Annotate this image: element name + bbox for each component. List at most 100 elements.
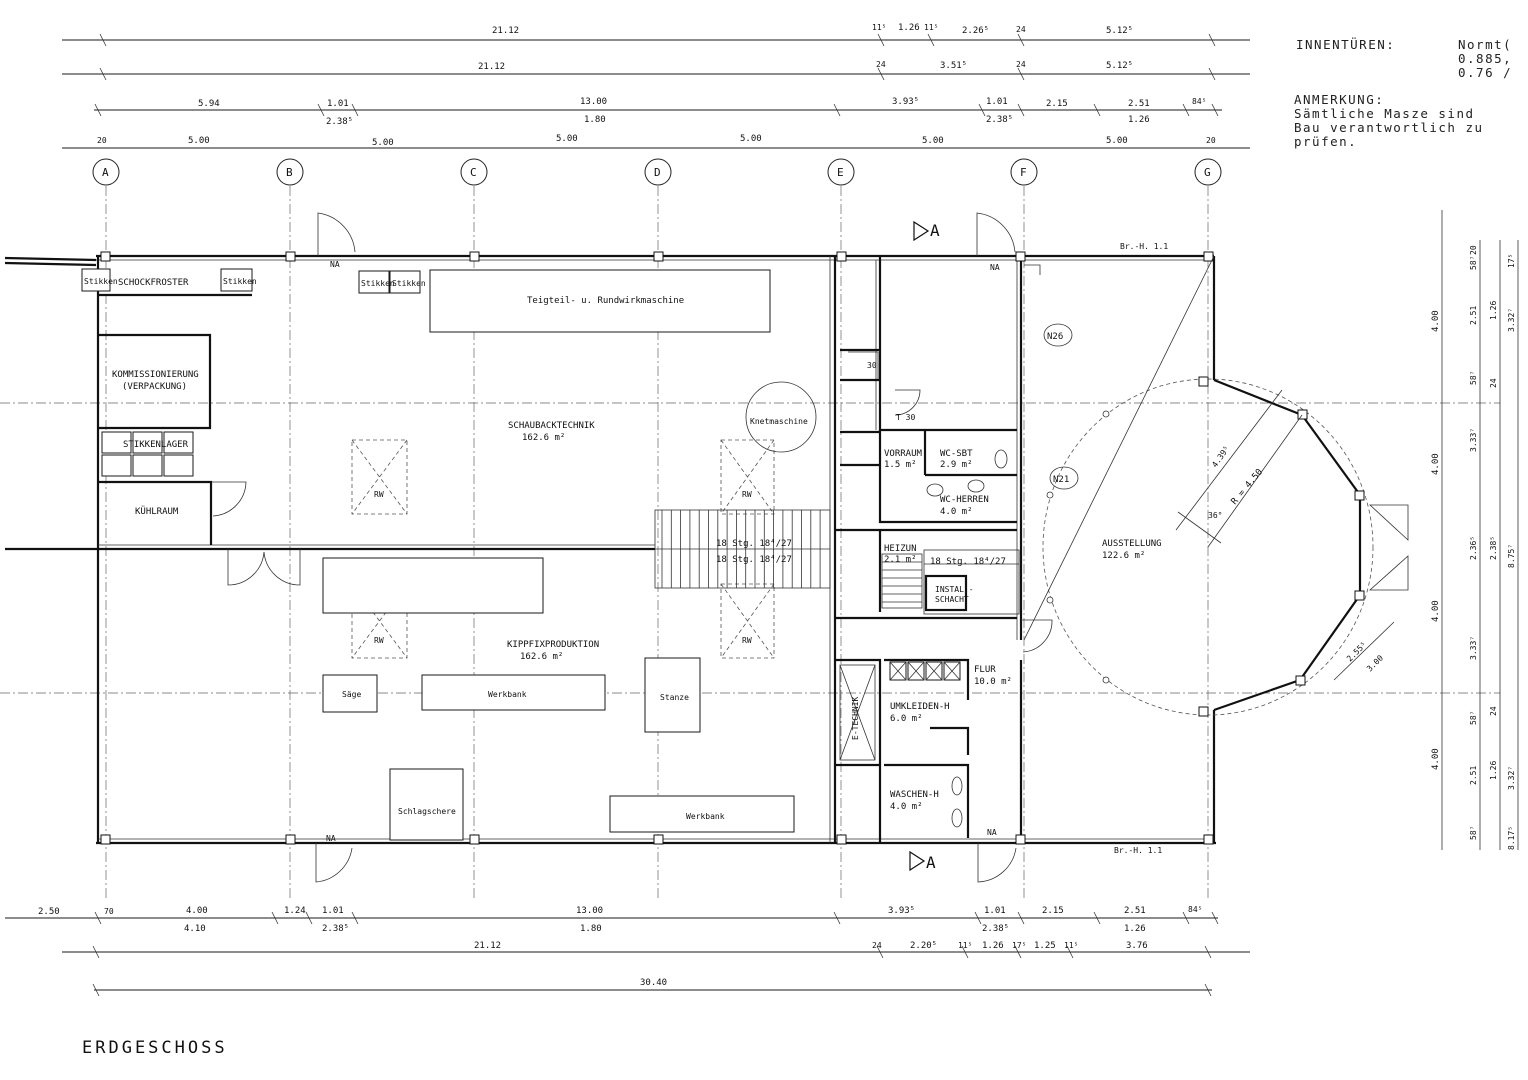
mark-t30b: 30	[867, 361, 877, 370]
room-kuehlraum: KÜHLRAUM	[135, 506, 179, 517]
stikken-4: Stikken	[392, 279, 426, 288]
dim-top-r3-k: 2.38⁵	[986, 115, 1013, 125]
mark-radius: R = 4.50	[1230, 467, 1266, 507]
dim-axis-3: 5.00	[556, 134, 578, 144]
dim-bot-k: 84⁵	[1188, 905, 1202, 914]
dim-top-r3-c: 13.00	[580, 97, 607, 107]
room-wc-herren: WC-HERREN	[940, 495, 989, 505]
dim-bot-r2-e: 1.26	[982, 941, 1004, 951]
dim-right-c3-c: 2.38⁵	[1489, 536, 1498, 560]
dim-right-c4-a: 17⁵	[1507, 254, 1516, 268]
equipment-saege: Säge	[342, 690, 361, 699]
dim-right-c3-a: 1.26	[1489, 301, 1498, 320]
dim-bot-r2-g: 1.25	[1034, 941, 1056, 951]
structural-grid: A B C D E F G	[0, 158, 1500, 900]
dim-top-r3-g: 2.51	[1128, 99, 1150, 109]
innentueren-value-2: 0.885,	[1458, 51, 1513, 66]
equipment-schlagschere: Schlagschere	[398, 807, 456, 816]
mark-angle: 36°	[1208, 511, 1222, 520]
equipment-teigteil: Teigteil- u. Rundwirkmaschine	[527, 296, 684, 306]
dim-axis-7: 20	[1206, 136, 1216, 145]
dim-top-r2-c: 3.51⁵	[940, 61, 967, 71]
main-stairs: 18 Stg. 18⁴/27 18 Stg. 18⁴/27	[654, 509, 831, 589]
room-flur: FLUR	[974, 665, 996, 675]
na-label-2: NA	[990, 263, 1000, 272]
room-wc-sbt-area: 2.9 m²	[940, 460, 973, 470]
axis-label-d: D	[654, 166, 661, 179]
br-h-bottom: Br.-H. 1.1	[1114, 846, 1162, 855]
mark-arc2: 2.55⁵	[1345, 640, 1368, 663]
dim-bot-n: 1.80	[580, 924, 602, 934]
dim-right-c2-a: 20	[1469, 245, 1478, 255]
dim-bot-b: 70	[104, 907, 114, 916]
dim-right-c1-c: 4.00	[1431, 600, 1441, 622]
room-verpackung: (VERPACKUNG)	[122, 382, 187, 392]
stikken-3: Stikken	[361, 279, 395, 288]
room-umkleiden: UMKLEIDEN-H	[890, 702, 950, 712]
dim-bot-p: 1.26	[1124, 924, 1146, 934]
stikken-2: Stikken	[223, 277, 257, 286]
dim-top-r3-j: 1.80	[584, 115, 606, 125]
equipment-werkbank-1: Werkbank	[488, 690, 527, 699]
room-vorraum: VORRAUM	[884, 449, 923, 459]
dim-right-c1-b: 4.00	[1431, 453, 1441, 475]
equipment-werkbank-2: Werkbank	[686, 812, 725, 821]
room-ausstellung-area: 122.6 m²	[1102, 551, 1145, 561]
anmerkung-line-2: Bau verantwortlich zu	[1294, 120, 1484, 135]
dim-top-r1-b: 11⁵	[872, 23, 886, 32]
drawing-title: ERDGESCHOSS	[82, 1038, 228, 1058]
stairs-lower-label: 18 Stg. 18⁴/27	[716, 555, 792, 565]
dim-bot-m: 2.38⁵	[322, 924, 349, 934]
dim-top-r1-g: 5.12⁵	[1106, 26, 1133, 36]
room-schacht: SCHACHT	[935, 595, 969, 604]
section-mark-top: A	[930, 221, 940, 240]
dim-bot-g: 3.93⁵	[888, 906, 915, 916]
axis-label-e: E	[837, 166, 844, 179]
axis-label-g: G	[1204, 166, 1211, 179]
dim-bot-h: 1.01	[984, 906, 1006, 916]
dim-bot-f: 13.00	[576, 906, 603, 916]
dim-right-c4-b: 3.32⁷	[1507, 308, 1516, 332]
room-heizung-area: 2.1 m²	[884, 555, 917, 565]
top-dimension-chains: 21.12 11⁵ 1.26 11⁵ 2.26⁵ 24 5.12⁵ 21.12 …	[62, 23, 1250, 149]
rw-1: RW	[374, 490, 384, 499]
anmerkung-label: ANMERKUNG:	[1294, 92, 1385, 107]
dim-bot-r2-f: 17⁵	[1012, 941, 1026, 950]
dim-top-r3-l: 1.26	[1128, 115, 1150, 125]
dim-top-r2-e: 5.12⁵	[1106, 61, 1133, 71]
room-vorraum-area: 1.5 m²	[884, 460, 917, 470]
dim-top-r2-d: 24	[1016, 60, 1026, 69]
room-kippfix-area: 162.6 m²	[520, 652, 563, 662]
dim-top-r3-h: 84⁵	[1192, 97, 1206, 106]
dim-top-r1-a: 21.12	[492, 26, 519, 36]
dim-axis-0: 20	[97, 136, 107, 145]
axis-label-f: F	[1020, 166, 1027, 179]
section-mark-bottom: A	[926, 853, 936, 872]
na-label-1: NA	[330, 260, 340, 269]
room-wc-sbt: WC-SBT	[940, 449, 973, 459]
mark-n21: N21	[1053, 475, 1069, 485]
dim-right-c4-d: 3.32⁷	[1507, 766, 1516, 790]
axis-label-c: C	[470, 166, 477, 179]
dim-right-c2-b: 58⁷	[1469, 256, 1478, 270]
innentueren-label: INNENTÜREN:	[1296, 37, 1396, 52]
dim-axis-5: 5.00	[922, 136, 944, 146]
dim-top-r2-b: 24	[876, 60, 886, 69]
mark-arc3: 3.00	[1365, 653, 1385, 673]
dim-bot-r2-i: 3.76	[1126, 941, 1148, 951]
dim-top-r2-a: 21.12	[478, 62, 505, 72]
dim-right-c2-c: 2.51	[1469, 306, 1478, 325]
section-marks: A A	[909, 220, 940, 872]
room-umkleiden-area: 6.0 m²	[890, 714, 923, 724]
stairs-upper-label: 18 Stg. 18⁴/27	[716, 539, 792, 549]
rw-3: RW	[374, 636, 384, 645]
dim-right-c3-e: 1.26	[1489, 761, 1498, 780]
dim-top-r3-b: 1.01	[327, 99, 349, 109]
dim-top-r1-f: 24	[1016, 25, 1026, 34]
dim-top-r3-e: 1.01	[986, 97, 1008, 107]
room-e-technik: E-TECHNIK	[851, 696, 860, 740]
ausstellung-apse: AUSSTELLUNG 122.6 m² R = 4.50 36° 4.39⁵ …	[1023, 255, 1395, 717]
room-ausstellung: AUSSTELLUNG	[1102, 539, 1162, 549]
dim-right-c2-i: 2.51	[1469, 766, 1478, 785]
